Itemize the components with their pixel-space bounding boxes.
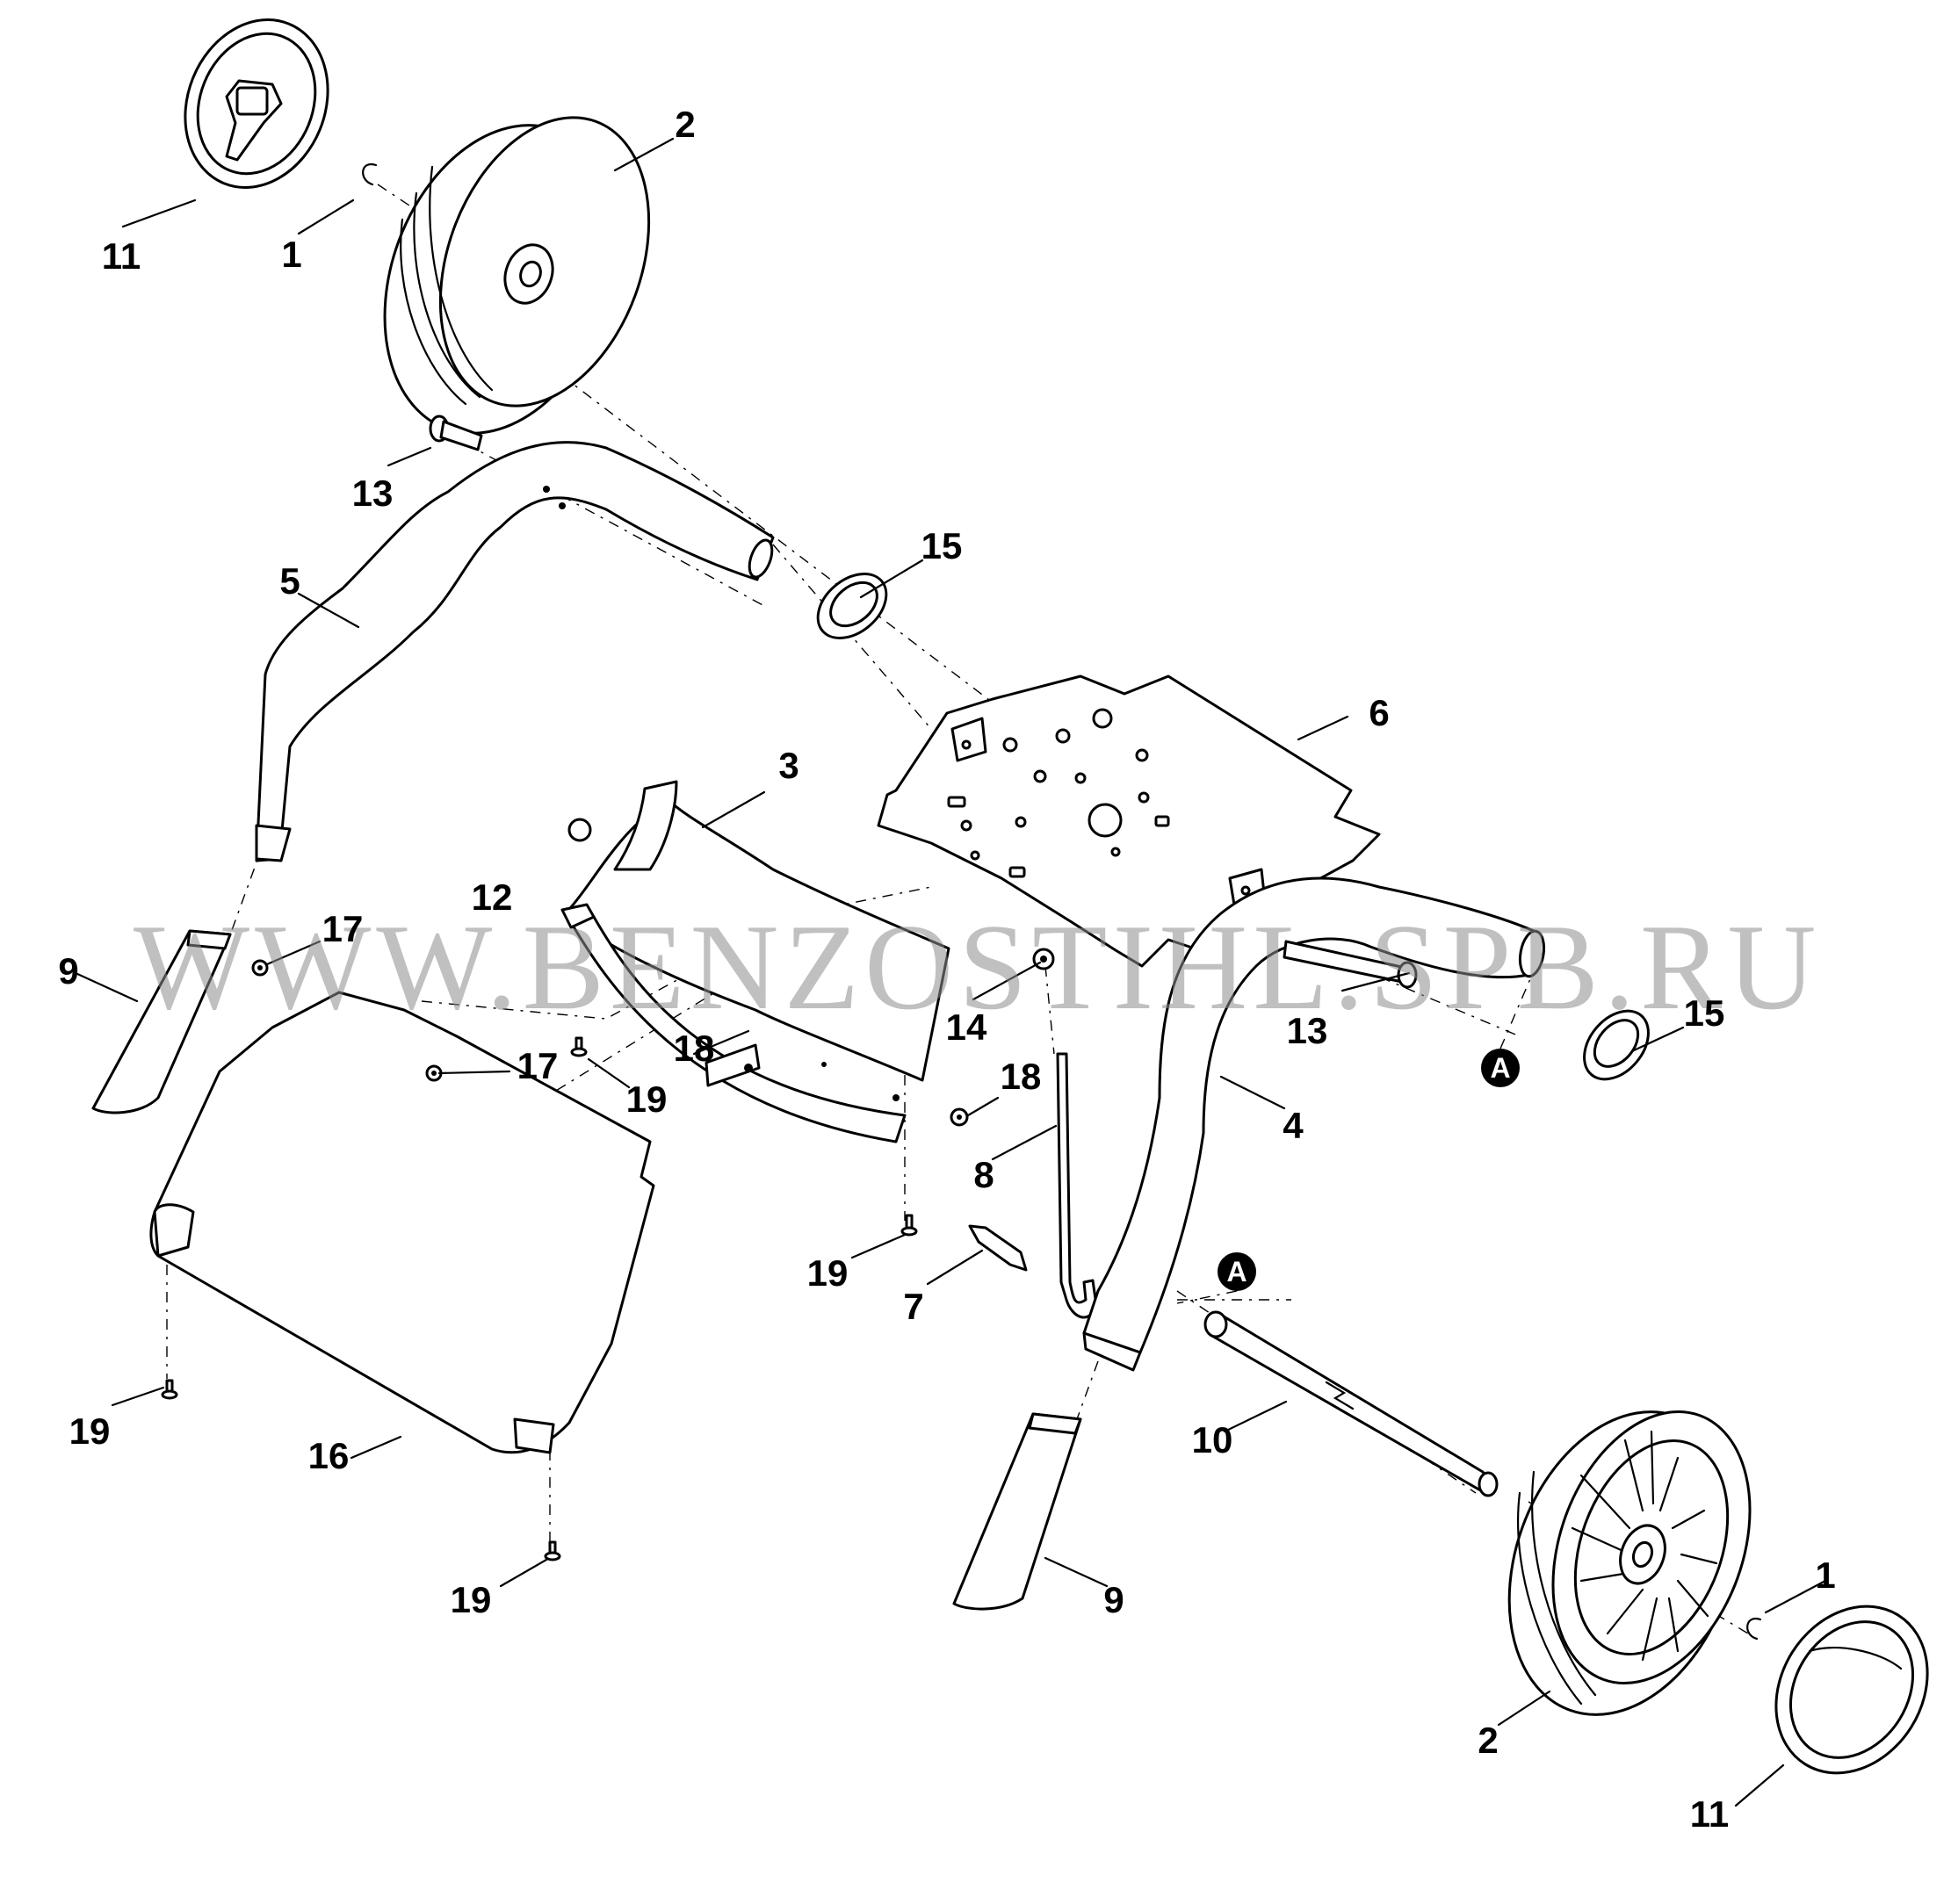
marker-a-axle: A bbox=[1218, 1252, 1256, 1291]
grommet-top bbox=[816, 573, 888, 639]
screw-19-c bbox=[161, 1379, 178, 1400]
callout-2-bottom: 2 bbox=[1478, 1720, 1498, 1761]
callout-19-c: 19 bbox=[69, 1410, 111, 1452]
handle-tube-right bbox=[1082, 876, 1546, 1372]
handle-tube-left bbox=[255, 441, 775, 862]
callout-13-top: 13 bbox=[352, 472, 394, 514]
bolt-right bbox=[1283, 940, 1418, 989]
screw-19-a bbox=[570, 1036, 588, 1057]
marker-a-right: A bbox=[1481, 1049, 1520, 1087]
bolt-top bbox=[429, 415, 483, 451]
leader-lines bbox=[74, 137, 1827, 1807]
axle bbox=[1203, 1310, 1499, 1497]
callout-17-a: 17 bbox=[322, 908, 364, 949]
callout-16: 16 bbox=[308, 1435, 350, 1476]
clip-bottom bbox=[1746, 1617, 1762, 1641]
callout-18-a: 18 bbox=[674, 1028, 715, 1069]
watermark: WWW.BENZOSTIHL.SPB.RU bbox=[134, 899, 1821, 1035]
callout-10: 10 bbox=[1192, 1419, 1233, 1460]
wheel-top bbox=[383, 116, 651, 435]
screw-19-b bbox=[900, 1214, 918, 1237]
grommet-right bbox=[1583, 1009, 1650, 1081]
callout-12: 12 bbox=[472, 876, 513, 918]
callout-13-right: 13 bbox=[1287, 1010, 1328, 1051]
callout-1-top: 1 bbox=[281, 234, 301, 275]
callout-5: 5 bbox=[279, 560, 300, 602]
nut-18-b bbox=[950, 1107, 969, 1127]
callout-9-left: 9 bbox=[58, 950, 78, 992]
clip-top bbox=[362, 162, 378, 186]
callout-3: 3 bbox=[778, 745, 798, 786]
callout-6: 6 bbox=[1369, 692, 1389, 733]
callout-9-right: 9 bbox=[1103, 1579, 1124, 1620]
callout-14: 14 bbox=[946, 1006, 987, 1048]
hub-cap-bottom bbox=[1774, 1605, 1929, 1775]
callout-8: 8 bbox=[973, 1154, 994, 1195]
spring-clip-7 bbox=[968, 1224, 1028, 1272]
callout-19-d: 19 bbox=[451, 1579, 492, 1620]
callout-15-right: 15 bbox=[1684, 992, 1725, 1034]
callout-1-bottom: 1 bbox=[1815, 1554, 1835, 1596]
foot-left bbox=[91, 929, 232, 1114]
callout-11-bottom: 11 bbox=[1690, 1793, 1729, 1835]
callout-15-top: 15 bbox=[921, 525, 963, 566]
wheel-bottom bbox=[1507, 1410, 1752, 1716]
rear-flap bbox=[149, 991, 655, 1454]
callout-labels: 11 1 2 13 5 15 6 3 12 9 17 18 17 19 14 1… bbox=[58, 104, 1835, 1835]
foot-right bbox=[952, 1412, 1082, 1611]
svg-text:A: A bbox=[1490, 1052, 1510, 1084]
callout-18-b: 18 bbox=[1001, 1056, 1042, 1097]
callout-19-b: 19 bbox=[807, 1252, 849, 1294]
screw-19-d bbox=[544, 1540, 561, 1561]
callout-11-top: 11 bbox=[102, 235, 141, 277]
callout-2-top: 2 bbox=[675, 104, 695, 145]
screw-17-a bbox=[251, 959, 269, 977]
deflector bbox=[560, 780, 950, 1143]
rod-8 bbox=[1056, 1052, 1098, 1319]
svg-text:A: A bbox=[1226, 1256, 1246, 1287]
callout-19-a: 19 bbox=[626, 1078, 668, 1120]
callout-7: 7 bbox=[903, 1286, 923, 1327]
callout-17-b: 17 bbox=[517, 1045, 559, 1086]
callout-4: 4 bbox=[1283, 1105, 1304, 1146]
hub-cap-top bbox=[184, 18, 329, 189]
